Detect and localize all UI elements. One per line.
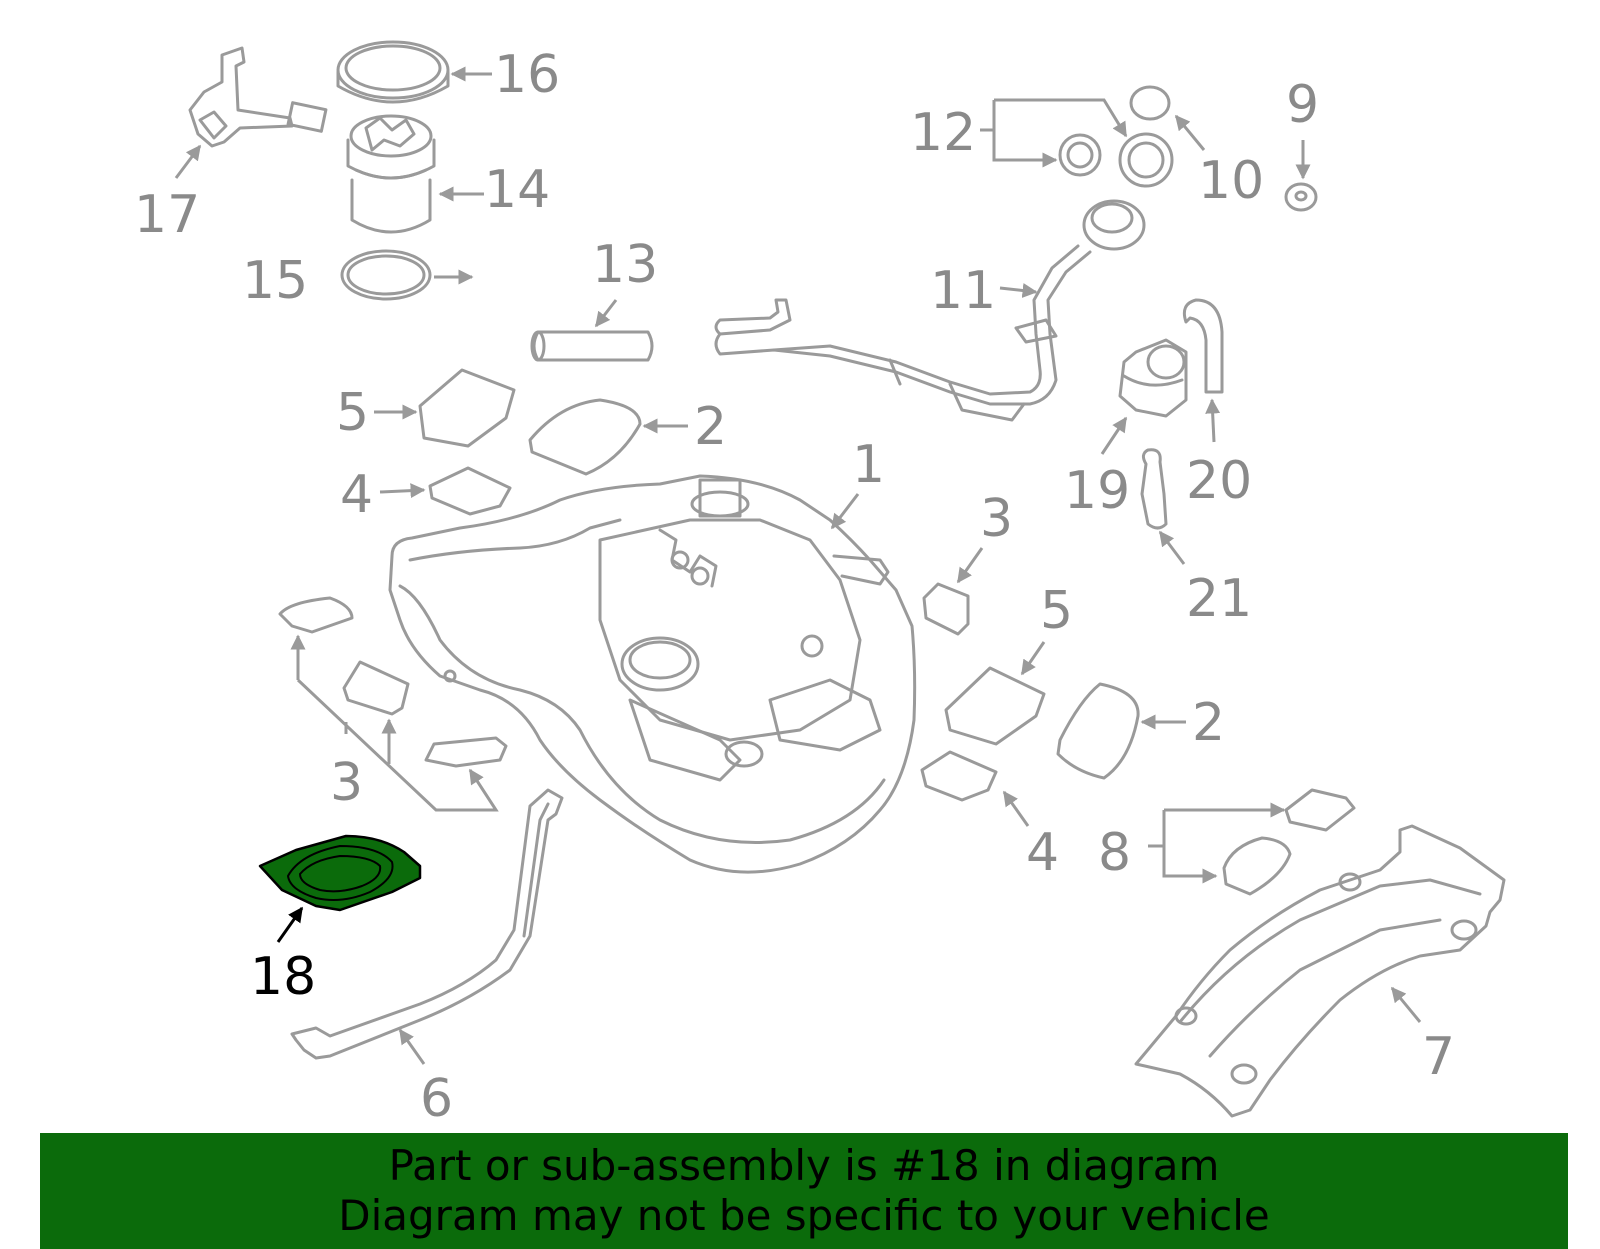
callout-1: 1 bbox=[852, 435, 885, 495]
pads-part-3-left bbox=[278, 596, 508, 768]
leader-4-upper bbox=[379, 483, 426, 499]
pad-part-5-lower bbox=[944, 666, 1046, 746]
cap-part-12 bbox=[1058, 132, 1174, 188]
hose-part-21 bbox=[1140, 448, 1168, 530]
leader-20 bbox=[1205, 398, 1221, 443]
callout-7: 7 bbox=[1422, 1027, 1455, 1087]
hose-part-13 bbox=[530, 330, 654, 362]
leader-3-right bbox=[956, 547, 984, 584]
protector-plate-part-18 bbox=[258, 834, 422, 912]
leader-10 bbox=[1174, 114, 1206, 151]
leader-17 bbox=[174, 144, 202, 179]
callout-2-lower: 2 bbox=[1192, 693, 1225, 753]
callout-13: 13 bbox=[592, 235, 658, 295]
o-ring-part-15 bbox=[340, 249, 432, 301]
pad-part-2-upper bbox=[528, 398, 642, 476]
lock-ring-part-16 bbox=[336, 40, 450, 104]
callout-18: 18 bbox=[250, 947, 316, 1007]
fuel-tank-part-1 bbox=[388, 474, 917, 874]
callout-labels: 16 14 15 17 13 11 12 10 9 5 2 4 1 19 20 … bbox=[134, 45, 1455, 1129]
callout-10: 10 bbox=[1198, 151, 1264, 211]
callout-21: 21 bbox=[1186, 569, 1252, 629]
callout-5-lower: 5 bbox=[1040, 581, 1073, 641]
callout-15: 15 bbox=[242, 251, 308, 311]
leader-5-lower bbox=[1020, 641, 1046, 676]
callout-8: 8 bbox=[1098, 823, 1131, 883]
leader-18 bbox=[276, 906, 304, 943]
callout-16: 16 bbox=[494, 45, 560, 105]
callout-2-upper: 2 bbox=[694, 397, 727, 457]
callout-14: 14 bbox=[484, 160, 550, 220]
leader-8 bbox=[1148, 810, 1284, 878]
leader-4-lower bbox=[1002, 790, 1030, 827]
leader-11 bbox=[999, 283, 1038, 298]
pad-part-4-upper bbox=[428, 466, 512, 516]
leader-1 bbox=[830, 493, 860, 530]
callout-3-left: 3 bbox=[330, 753, 363, 813]
heat-shield-part-7 bbox=[1134, 824, 1506, 1118]
info-banner: Part or sub-assembly is #18 in diagram D… bbox=[40, 1133, 1568, 1249]
callout-11: 11 bbox=[930, 261, 996, 321]
pad-part-2-lower bbox=[1056, 682, 1140, 780]
fuel-level-sender-part-17 bbox=[188, 46, 328, 148]
banner-line-disclaimer: Diagram may not be specific to your vehi… bbox=[338, 1191, 1270, 1240]
pad-part-4-lower bbox=[920, 750, 998, 802]
callout-4-lower: 4 bbox=[1026, 823, 1059, 883]
vent-hose-part-20 bbox=[1182, 298, 1224, 394]
leader-lines bbox=[174, 66, 1422, 1065]
leader-12 bbox=[980, 98, 1126, 162]
seal-part-10 bbox=[1129, 85, 1171, 121]
callout-9: 9 bbox=[1286, 75, 1319, 135]
callout-3-right: 3 bbox=[980, 489, 1013, 549]
callout-19: 19 bbox=[1064, 461, 1130, 521]
leader-3-left-c bbox=[296, 678, 499, 812]
callout-17: 17 bbox=[134, 185, 200, 245]
filler-pipe-part-11 bbox=[714, 199, 1146, 422]
valve-part-19 bbox=[1118, 338, 1188, 418]
pad-part-5-upper bbox=[418, 368, 516, 448]
leader-13 bbox=[594, 299, 618, 328]
leader-19 bbox=[1100, 416, 1128, 455]
callout-20: 20 bbox=[1186, 451, 1252, 511]
strap-part-6 bbox=[290, 788, 564, 1060]
banner-line-part: Part or sub-assembly is #18 in diagram bbox=[388, 1141, 1220, 1190]
leader-6 bbox=[398, 1028, 426, 1065]
pads-part-8 bbox=[1222, 788, 1356, 896]
callout-12: 12 bbox=[910, 103, 976, 163]
leader-21 bbox=[1158, 530, 1186, 565]
fuel-pump-part-14 bbox=[346, 114, 436, 234]
pad-part-3-right bbox=[922, 582, 970, 636]
leader-7 bbox=[1390, 986, 1422, 1023]
callout-4-upper: 4 bbox=[340, 465, 373, 525]
callout-6: 6 bbox=[420, 1069, 453, 1129]
grommet-part-9 bbox=[1284, 182, 1318, 212]
callout-5-upper: 5 bbox=[336, 383, 369, 443]
